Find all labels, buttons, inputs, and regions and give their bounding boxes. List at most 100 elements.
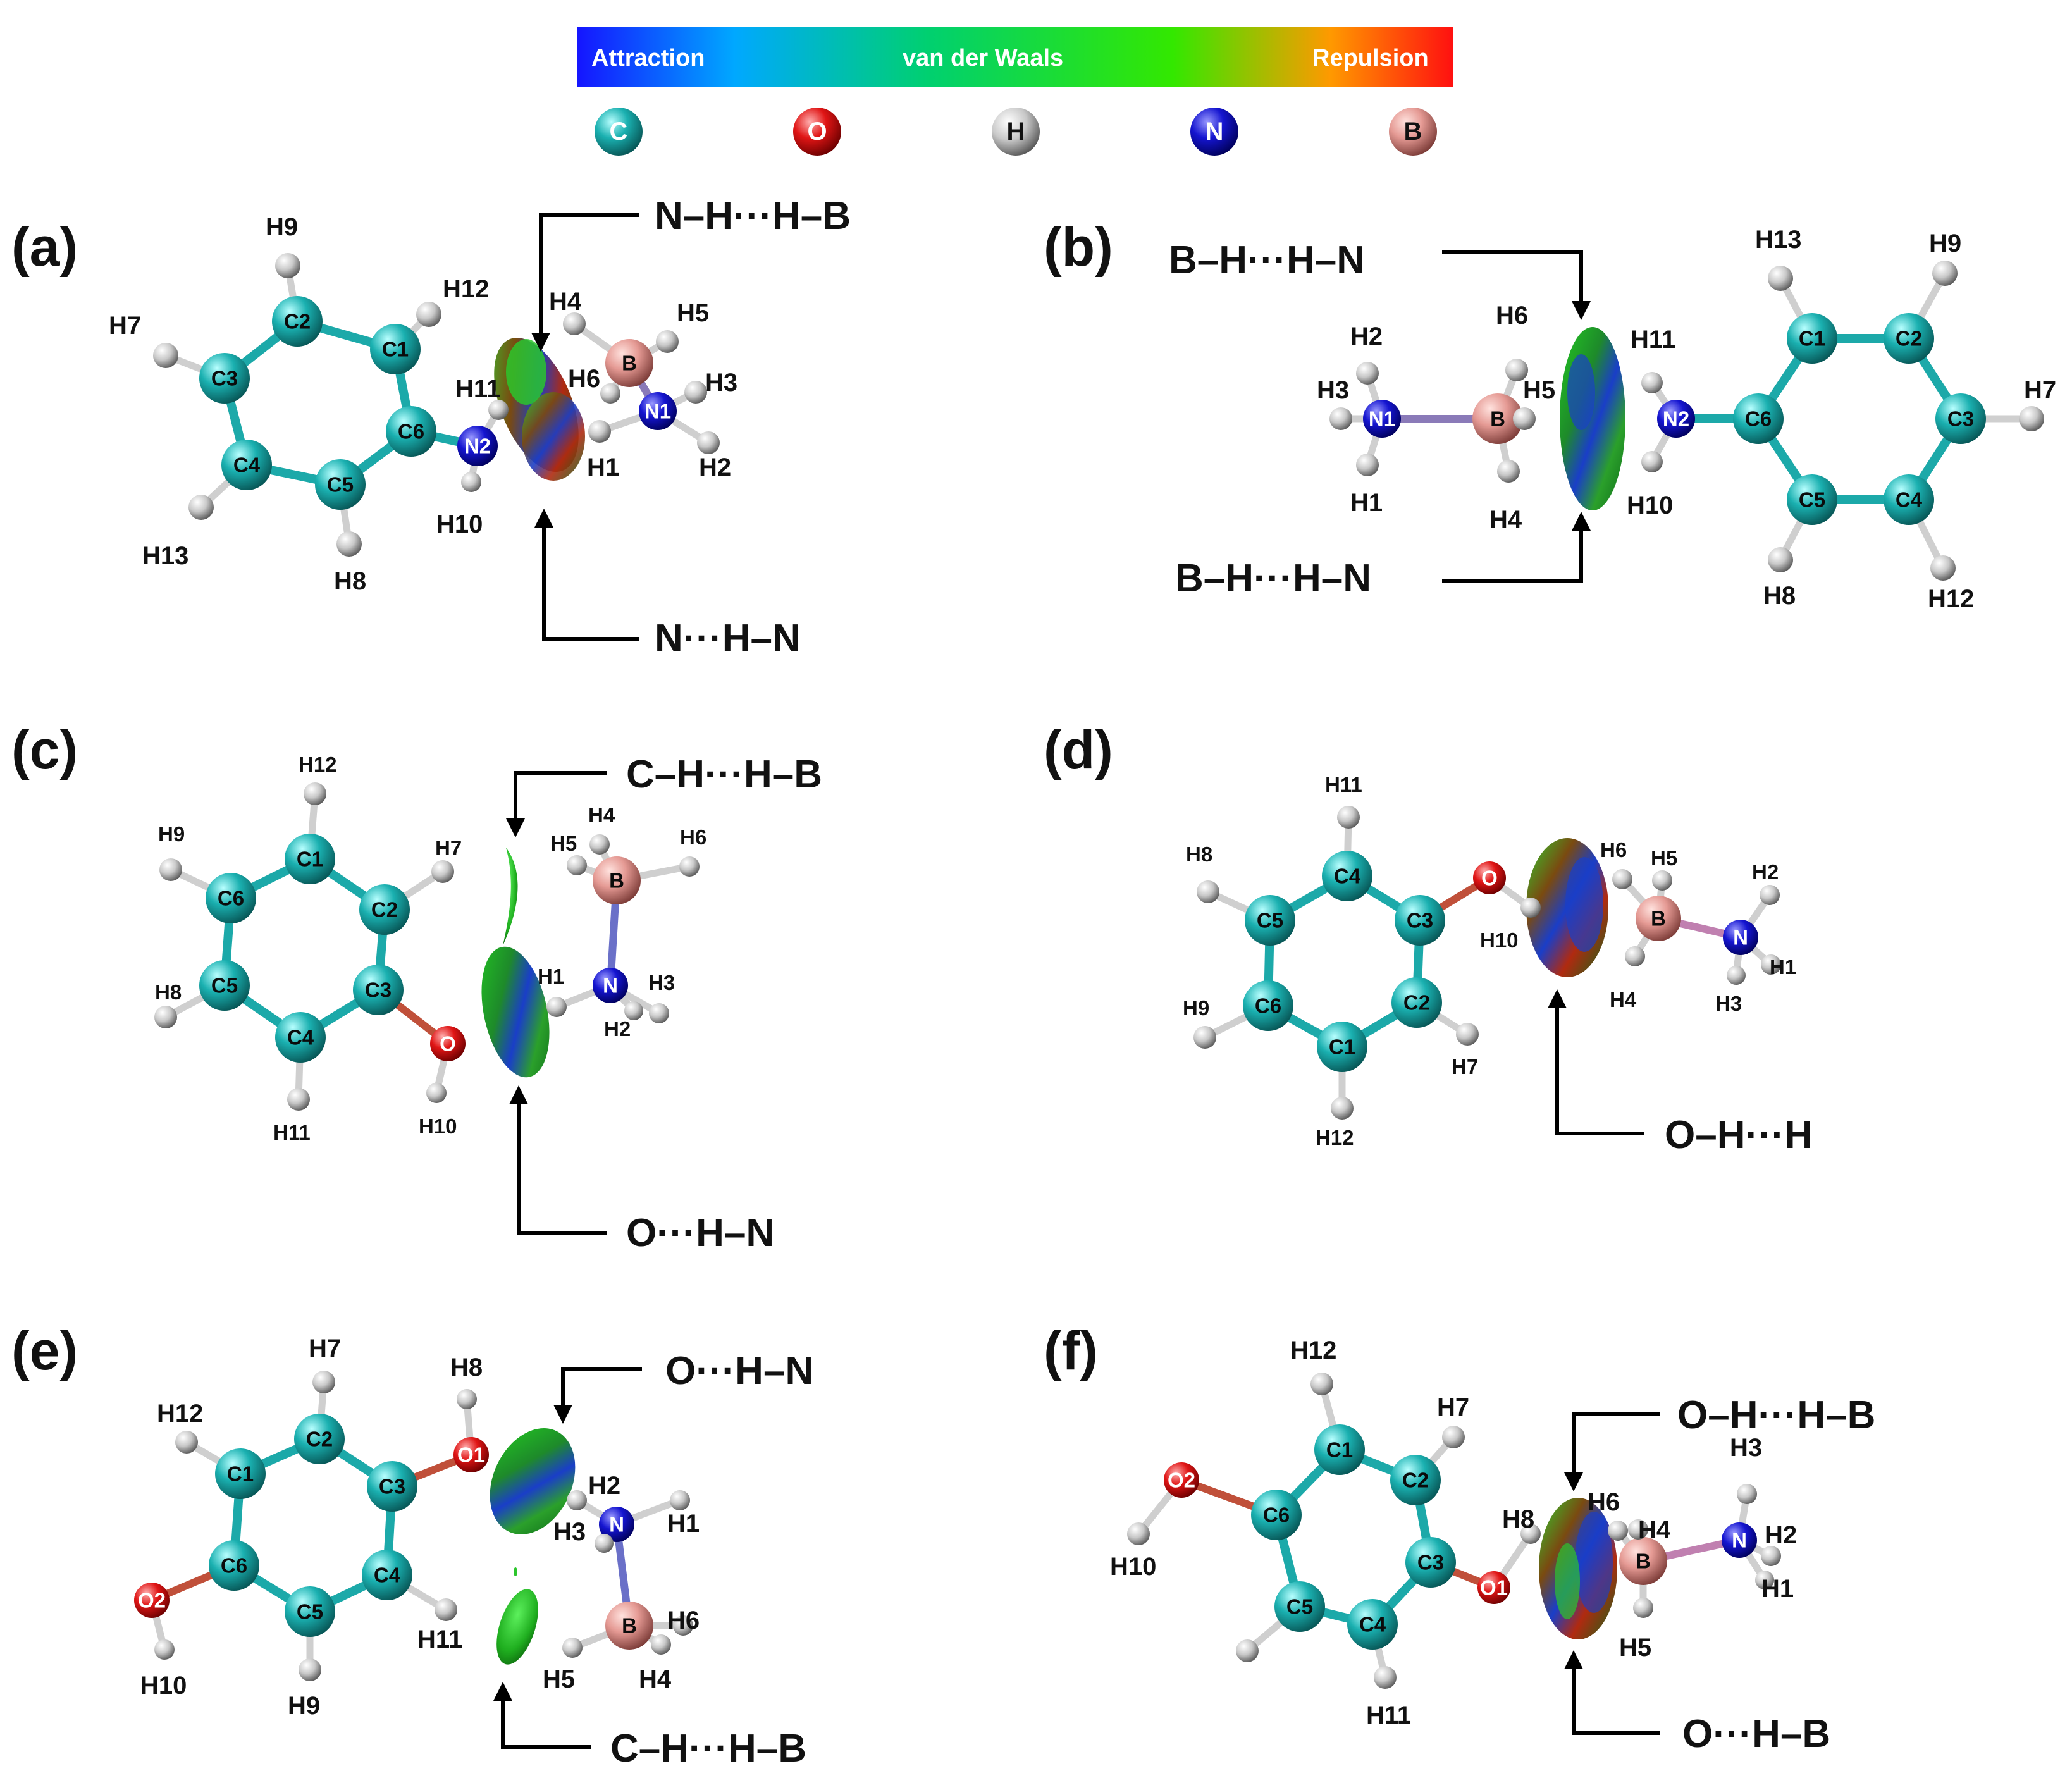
atom-key-c bbox=[595, 108, 643, 156]
panel-b-atom-labels: N1 B N2 C6 C1 C2 C3 C4 C5 bbox=[1369, 327, 1974, 512]
a-annotation-bottom: N···H–N bbox=[655, 617, 801, 660]
b-label-h13: H13 bbox=[1755, 226, 1801, 254]
a-label-h5: H5 bbox=[677, 299, 709, 327]
c-atom-c4: C4 bbox=[287, 1026, 314, 1049]
c-label-h11: H11 bbox=[273, 1121, 311, 1144]
f-atom-c1: C1 bbox=[1326, 1438, 1353, 1462]
a-annotation-top: N–H···H–B bbox=[655, 194, 851, 238]
f-label-h6: H6 bbox=[1588, 1488, 1620, 1516]
panel-f-nci-isosurface bbox=[1539, 1498, 1617, 1639]
e-label-h6: H6 bbox=[667, 1607, 700, 1634]
b-atom-c5: C5 bbox=[1799, 488, 1825, 512]
panel-d-bonds bbox=[1201, 813, 1775, 1112]
f-label-h12: H12 bbox=[1290, 1336, 1336, 1364]
panel-c-atoms bbox=[154, 782, 700, 1111]
panel-c-letter: (c) bbox=[11, 720, 78, 781]
b-label-h12: H12 bbox=[1928, 585, 1974, 613]
panel-d-nci-isosurface bbox=[1526, 838, 1608, 977]
e-label-h12: H12 bbox=[157, 1400, 203, 1428]
d-label-h2: H2 bbox=[1752, 860, 1779, 884]
legend-attraction-label: Attraction bbox=[591, 45, 705, 71]
f-annotation-top: O–H···H–B bbox=[1677, 1393, 1875, 1437]
d-atom-b: B bbox=[1651, 907, 1666, 930]
f-atom-o1: O1 bbox=[1480, 1576, 1508, 1600]
panel-a-annotations: N–H···H–B N···H–N bbox=[531, 194, 851, 660]
d-atom-c1: C1 bbox=[1329, 1035, 1355, 1059]
f-label-h8: H8 bbox=[1502, 1505, 1534, 1533]
panel-b-h-labels: H2 H3 H1 H6 H5 H4 H11 H10 H13 H9 H7 H8 H… bbox=[1317, 226, 2056, 613]
legend-vdw-label: van der Waals bbox=[903, 45, 1063, 71]
f-label-h1: H1 bbox=[1761, 1575, 1794, 1603]
f-atom-c6: C6 bbox=[1263, 1503, 1290, 1527]
c-atom-c6: C6 bbox=[218, 887, 244, 910]
e-label-h2: H2 bbox=[588, 1472, 620, 1500]
a-label-h9: H9 bbox=[266, 213, 298, 241]
d-label-h11: H11 bbox=[1325, 773, 1362, 796]
c-label-h2: H2 bbox=[604, 1017, 631, 1040]
e-label-h7: H7 bbox=[309, 1335, 341, 1362]
a-atom-b: B bbox=[622, 352, 637, 375]
f-annotation-bottom: O···H–B bbox=[1682, 1712, 1830, 1756]
f-atom-c3: C3 bbox=[1417, 1551, 1444, 1574]
b-atom-c6: C6 bbox=[1745, 407, 1772, 431]
panel-f-atom-labels: C1 C2 C3 C4 C5 C6 O2 O1 B N bbox=[1168, 1438, 1747, 1636]
a-label-h11: H11 bbox=[455, 375, 500, 403]
a-label-h4: H4 bbox=[549, 288, 582, 316]
e-label-h10: H10 bbox=[140, 1672, 187, 1700]
b-atom-c3: C3 bbox=[1947, 407, 1974, 431]
b-label-h1: H1 bbox=[1350, 489, 1383, 517]
f-label-h3: H3 bbox=[1730, 1434, 1762, 1462]
panel-b: (b) bbox=[1044, 217, 2056, 613]
b-atom-c1: C1 bbox=[1799, 327, 1825, 350]
panel-f-letter: (f) bbox=[1044, 1321, 1098, 1381]
panel-a: (a) bbox=[11, 194, 851, 660]
panel-a-atom-labels: C1 C2 C3 C4 C5 C6 N2 N1 B bbox=[211, 310, 671, 497]
d-label-h9: H9 bbox=[1183, 996, 1209, 1020]
panel-b-annotations: B–H···H–N B–H···H–N bbox=[1169, 238, 1591, 600]
b-atom-n2: N2 bbox=[1663, 407, 1689, 431]
panel-a-nci-isosurface bbox=[494, 338, 585, 481]
a-atom-c1: C1 bbox=[382, 338, 409, 361]
e-atom-o2: O2 bbox=[138, 1589, 166, 1612]
panel-d-annotations: O–H···H bbox=[1548, 989, 1813, 1157]
e-label-h8: H8 bbox=[450, 1354, 483, 1381]
b-label-h4: H4 bbox=[1489, 506, 1522, 534]
panel-a-letter: (a) bbox=[11, 217, 78, 278]
a-label-h13: H13 bbox=[142, 542, 188, 570]
e-label-h4: H4 bbox=[639, 1665, 672, 1693]
panel-c-annotations: C–H···H–B O···H–N bbox=[506, 753, 822, 1255]
panel-b-nci-isosurface bbox=[1560, 327, 1625, 510]
d-label-h4: H4 bbox=[1610, 988, 1637, 1011]
f-atom-c2: C2 bbox=[1402, 1469, 1429, 1492]
panel-b-atoms bbox=[1329, 261, 2044, 581]
b-label-h7: H7 bbox=[2024, 376, 2056, 404]
c-label-h1: H1 bbox=[538, 965, 564, 988]
c-label-h12: H12 bbox=[299, 753, 337, 776]
panel-f-h-labels: H12 H7 H10 H11 H8 H6 H4 H5 H3 H2 H1 bbox=[1110, 1336, 1797, 1729]
b-annotation-top: B–H···H–N bbox=[1169, 238, 1365, 282]
a-label-h1: H1 bbox=[587, 454, 619, 481]
d-label-h1: H1 bbox=[1770, 955, 1796, 978]
atom-key-o bbox=[793, 108, 841, 156]
c-label-h3: H3 bbox=[648, 971, 675, 994]
panel-c-atom-labels: C1 C2 C3 C4 C5 C6 O B N bbox=[211, 848, 624, 1056]
legend-gradient-bar bbox=[577, 27, 1453, 87]
panel-f-atoms bbox=[1127, 1373, 1781, 1689]
f-label-h10: H10 bbox=[1110, 1553, 1156, 1581]
a-label-h3: H3 bbox=[705, 369, 737, 397]
a-atom-n2: N2 bbox=[464, 435, 491, 458]
c-atom-b: B bbox=[609, 869, 624, 892]
b-atom-c2: C2 bbox=[1896, 327, 1922, 350]
panel-e-atom-labels: C1 C2 C3 C4 C5 C6 O1 O2 N B bbox=[138, 1428, 637, 1638]
d-label-h10: H10 bbox=[1480, 929, 1519, 952]
panel-f-annotations: O–H···H–B O···H–B bbox=[1564, 1393, 1875, 1756]
color-legend: Attraction van der Waals Repulsion bbox=[577, 27, 1453, 87]
d-atom-c3: C3 bbox=[1407, 909, 1433, 932]
panel-e-nci-isosurface bbox=[490, 1428, 576, 1665]
f-label-h11: H11 bbox=[1366, 1701, 1411, 1729]
f-atom-b: B bbox=[1636, 1550, 1651, 1573]
e-atom-c5: C5 bbox=[297, 1600, 323, 1624]
e-atom-b: B bbox=[622, 1614, 637, 1638]
a-label-h10: H10 bbox=[436, 510, 483, 538]
